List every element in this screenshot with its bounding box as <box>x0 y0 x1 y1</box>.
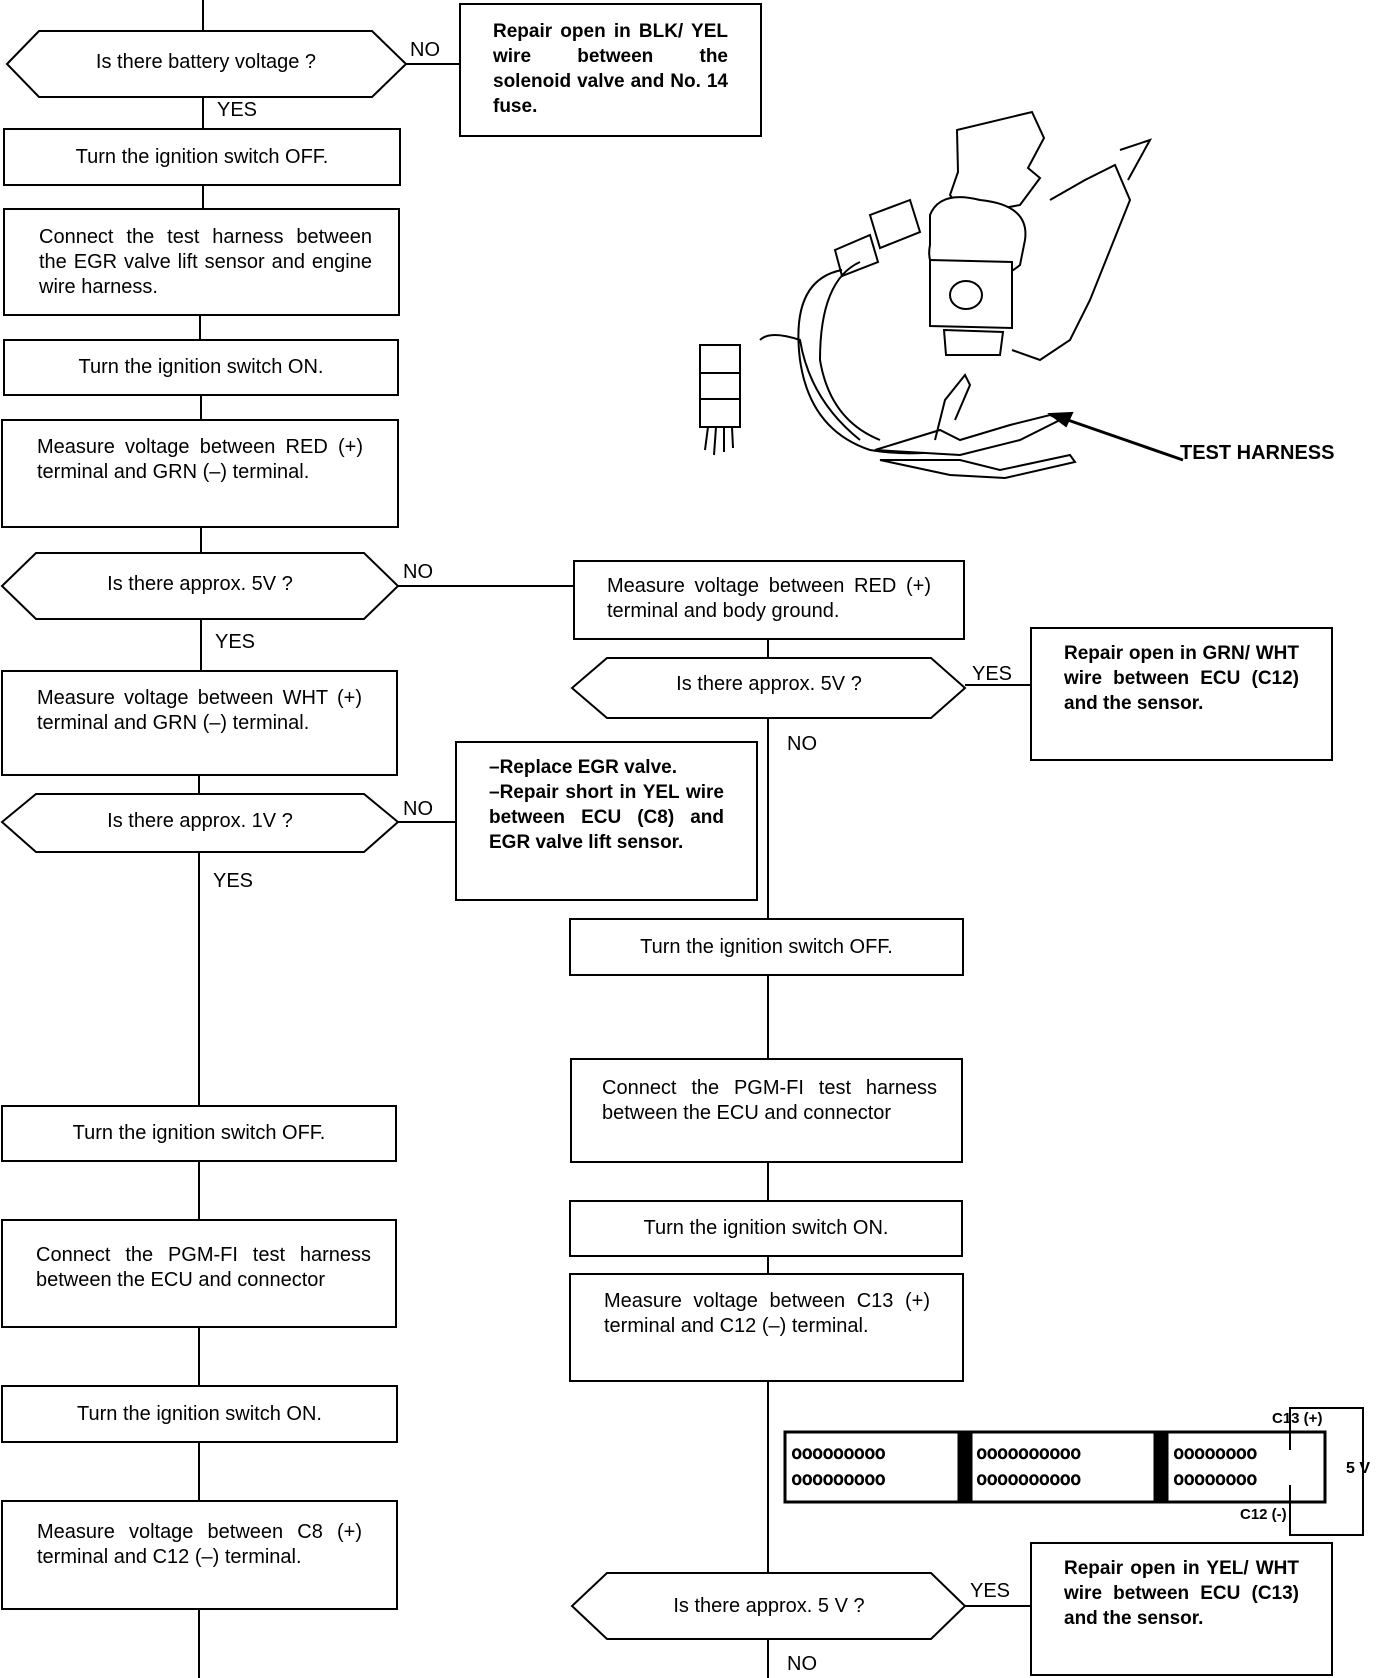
yes-label: YES <box>213 870 254 892</box>
c12-terminal-label: C12 (-) <box>1240 1506 1287 1523</box>
connector-pins-left-bottom: ooooooooo <box>791 1468 886 1490</box>
repair-egr-short: –Replace EGR valve. –Repair short in YEL… <box>455 741 758 901</box>
yes-label: YES <box>970 1580 1011 1602</box>
repair-yel-wht-wire: Repair open in YEL/ WHT wire between ECU… <box>1030 1542 1333 1676</box>
step-ignition-on-2: Turn the ignition switch ON. <box>1 1385 398 1443</box>
step-measure-c8-c12: Measure voltage between C8 (+) terminal … <box>1 1500 398 1610</box>
decision-approx-1v: Is there approx. 1V ? <box>107 810 293 832</box>
step-measure-red-body: Measure voltage between RED (+) terminal… <box>573 560 965 640</box>
step-ignition-off: Turn the ignition switch OFF. <box>3 128 401 186</box>
decision-approx-5v-right: Is there approx. 5V ? <box>676 673 862 695</box>
connector-pins-mid-bottom: oooooooooo <box>976 1468 1081 1490</box>
repair-blk-yel-wire: Repair open in BLK/ YEL wire between the… <box>459 3 762 137</box>
connector-pins-right-top: oooooooo <box>1173 1442 1258 1464</box>
step-ignition-on: Turn the ignition switch ON. <box>3 339 399 396</box>
no-label: NO <box>410 39 440 61</box>
decision-battery-voltage: Is there battery voltage ? <box>95 51 317 73</box>
step-connect-test-harness: Connect the test harness between the EGR… <box>3 208 400 316</box>
yes-label: YES <box>215 631 256 653</box>
yes-label: YES <box>217 99 258 121</box>
no-label: NO <box>403 561 433 583</box>
step-ignition-off-right: Turn the ignition switch OFF. <box>569 918 964 976</box>
egr-valve-illustration <box>699 110 1184 480</box>
c13-terminal-label: C13 (+) <box>1272 1410 1323 1427</box>
step-ignition-on-right: Turn the ignition switch ON. <box>569 1200 963 1257</box>
step-measure-red-grn: Measure voltage between RED (+) terminal… <box>1 419 399 528</box>
no-label: NO <box>403 798 433 820</box>
no-label: NO <box>787 733 817 755</box>
yes-label: YES <box>972 663 1013 685</box>
test-harness-caption: TEST HARNESS <box>1180 442 1335 464</box>
repair-egr-line-2: –Repair short in YEL wire between ECU (C… <box>489 782 724 853</box>
no-label: NO <box>787 1653 817 1675</box>
connector-pins-left-top: ooooooooo <box>791 1442 886 1464</box>
step-connect-pgmfi-harness: Connect the PGM-FI test harness between … <box>1 1219 397 1328</box>
step-measure-c13-c12: Measure voltage between C13 (+) terminal… <box>569 1273 964 1382</box>
voltage-label: 5 V <box>1346 1460 1371 1477</box>
repair-egr-line-1: –Replace EGR valve. <box>489 757 677 778</box>
connector-pins-mid-top: oooooooooo <box>976 1442 1081 1464</box>
decision-approx-5v-b: Is there approx. 5 V ? <box>673 1595 865 1617</box>
step-connect-pgmfi-harness-right: Connect the PGM-FI test harness between … <box>570 1058 963 1163</box>
step-measure-wht-grn: Measure voltage between WHT (+) terminal… <box>1 670 398 776</box>
decision-approx-5v: Is there approx. 5V ? <box>107 573 293 595</box>
connector-pins-right-bottom: oooooooo <box>1173 1468 1258 1490</box>
step-ignition-off-2: Turn the ignition switch OFF. <box>1 1105 397 1162</box>
repair-grn-wht-wire: Repair open in GRN/ WHT wire between ECU… <box>1030 627 1333 761</box>
